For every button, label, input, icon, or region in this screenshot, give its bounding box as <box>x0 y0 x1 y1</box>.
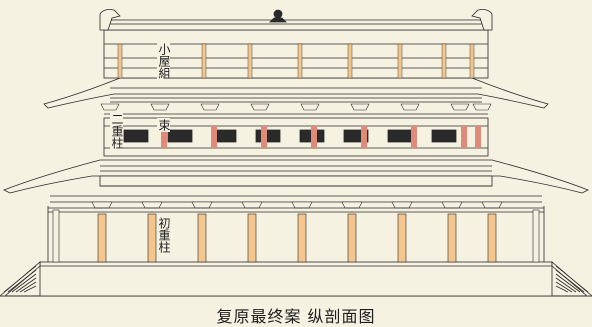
bracket <box>91 201 113 209</box>
upper-roof <box>43 77 549 109</box>
first-pillar <box>197 213 207 263</box>
first-pillar <box>487 213 497 263</box>
label-tie-beam: 束 <box>157 118 171 132</box>
podium <box>39 261 553 297</box>
middle-brackets <box>100 103 492 111</box>
second-pillar <box>161 126 167 148</box>
bracket <box>250 103 270 111</box>
first-pillar <box>297 213 307 263</box>
bracket <box>350 103 370 111</box>
bracket <box>441 201 463 209</box>
lower-roof <box>3 159 589 194</box>
bracket <box>241 201 263 209</box>
label-first-pillar: 初重柱 <box>157 216 171 254</box>
second-pillar <box>361 126 367 148</box>
truss-post <box>441 43 447 79</box>
bracket <box>450 103 470 111</box>
right-stair <box>551 261 592 297</box>
second-pillar <box>411 126 417 148</box>
first-pillar <box>397 213 407 263</box>
second-pillar <box>311 126 317 148</box>
ridge <box>103 23 489 31</box>
first-pillar <box>247 213 257 263</box>
truss-post <box>201 43 207 79</box>
bracket <box>100 103 120 111</box>
bracket <box>300 103 320 111</box>
ridge-ornament <box>269 9 287 23</box>
bracket <box>341 201 363 209</box>
truss-post <box>297 43 303 79</box>
label-second-pillar: 二重柱 <box>110 112 124 150</box>
first-pillar <box>97 213 107 263</box>
left-shibi <box>99 9 121 31</box>
right-shibi <box>471 9 493 31</box>
window <box>255 129 281 143</box>
outer-pillar <box>52 209 60 263</box>
left-stair <box>0 261 41 297</box>
window <box>387 129 413 143</box>
bracket <box>400 103 420 111</box>
bracket <box>291 201 313 209</box>
truss-post <box>469 43 475 79</box>
second-pillar <box>461 126 467 148</box>
bracket <box>200 103 220 111</box>
bracket <box>150 103 170 111</box>
pillar-layer <box>52 126 540 263</box>
truss-post <box>247 43 253 79</box>
drawing-caption: 复原最终案 纵剖面图 <box>216 307 376 326</box>
bracket <box>472 103 492 111</box>
window <box>123 129 149 143</box>
truss-post <box>117 43 123 79</box>
outer-pillar <box>532 209 540 263</box>
truss-post <box>397 43 403 79</box>
first-pillar <box>147 213 157 263</box>
window <box>167 129 193 143</box>
bracket <box>391 201 413 209</box>
first-pillar <box>347 213 357 263</box>
second-pillar <box>475 126 481 148</box>
lower-brackets <box>91 201 503 209</box>
label-upper-bracket: 小屋組 <box>157 42 171 80</box>
bracket <box>481 201 503 209</box>
first-pillar <box>447 213 457 263</box>
bracket <box>191 201 213 209</box>
second-pillar <box>261 126 267 148</box>
truss-post <box>347 43 353 79</box>
second-pillar <box>211 126 217 148</box>
window <box>431 129 457 143</box>
bracket <box>141 201 163 209</box>
